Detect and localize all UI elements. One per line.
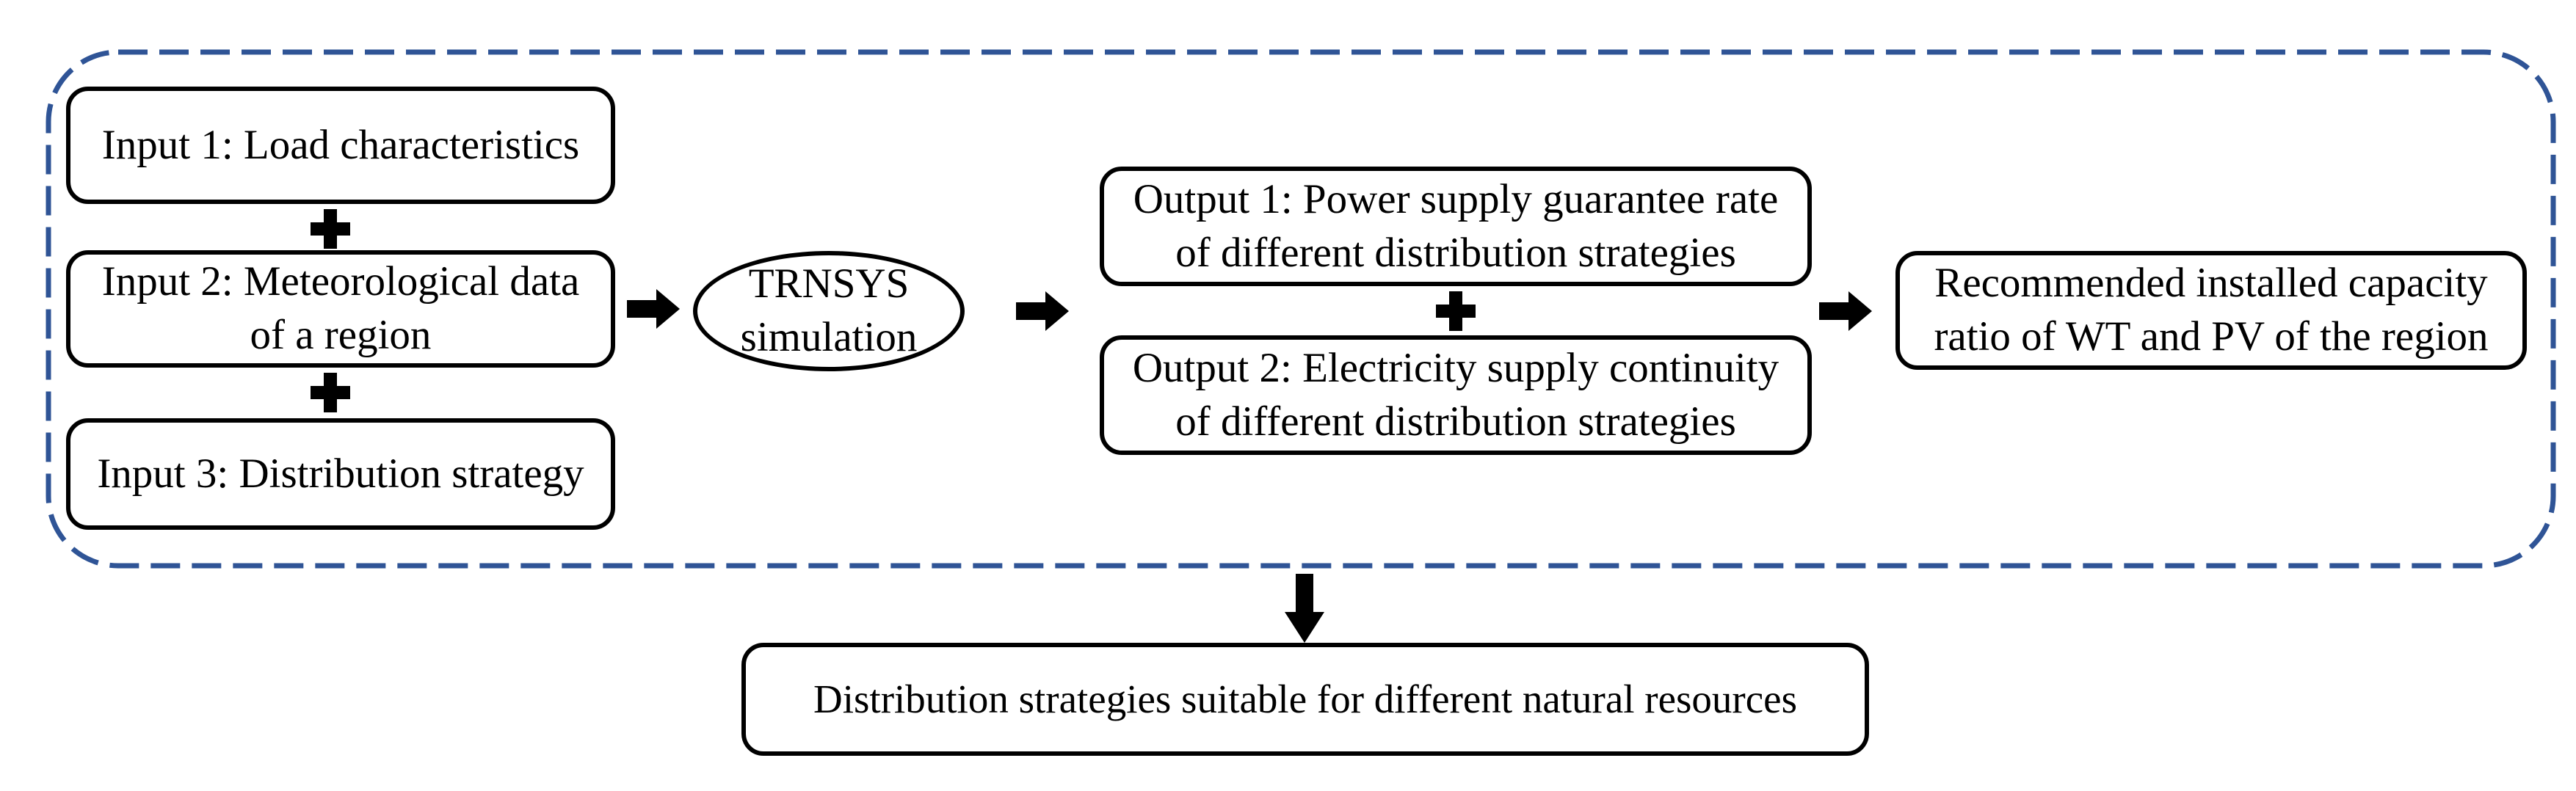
output-2-box: Output 2: Electricity supply continuity … [1100,335,1812,455]
output-1-label: Output 1: Power supply guarantee rate of… [1133,175,1779,276]
trnsys-simulation-label: TRNSYS simulation [740,260,918,360]
input-1-box: Input 1: Load characteristics [66,87,615,204]
input-2-label: Input 2: Meteorological data of a region [101,258,580,358]
arrow-down-icon [1283,574,1326,643]
arrow-right-icon [1819,290,1872,332]
plus-icon [311,373,350,412]
arrow-right-icon [1016,290,1069,332]
arrow-right-icon [627,288,680,330]
recommended-ratio-box: Recommended installed capacity ratio of … [1895,251,2527,370]
output-1-box: Output 1: Power supply guarantee rate of… [1100,167,1812,286]
conclusion-label: Distribution strategies suitable for dif… [813,676,1797,721]
input-3-label: Input 3: Distribution strategy [97,450,584,497]
output-2-label: Output 2: Electricity supply continuity … [1132,344,1779,445]
plus-icon [1436,291,1476,331]
trnsys-simulation-ellipse: TRNSYS simulation [693,251,965,371]
input-1-label: Input 1: Load characteristics [101,121,580,168]
input-2-box: Input 2: Meteorological data of a region [66,250,615,368]
recommended-ratio-label: Recommended installed capacity ratio of … [1934,260,2489,360]
conclusion-box: Distribution strategies suitable for dif… [741,643,1869,756]
input-3-box: Input 3: Distribution strategy [66,418,615,530]
plus-icon [311,209,350,249]
